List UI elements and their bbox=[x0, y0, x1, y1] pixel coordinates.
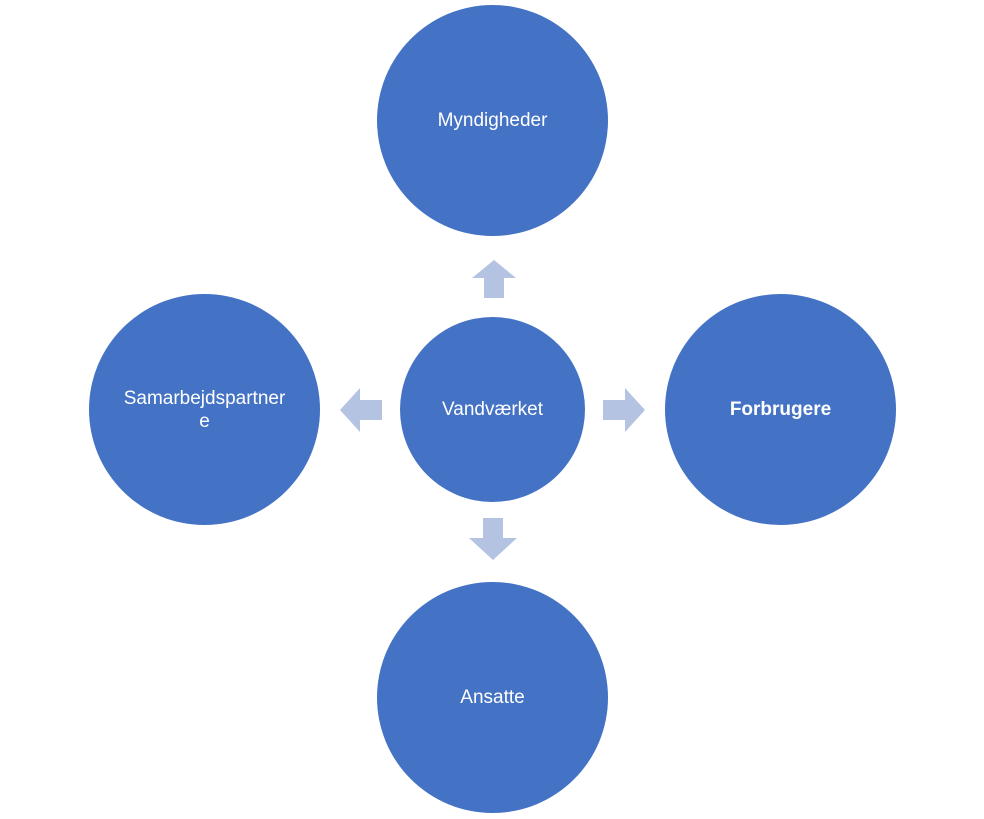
arrow-down-icon bbox=[469, 518, 517, 560]
node-samarbejdspartnere-label: Samarbejdspartnere bbox=[123, 387, 286, 432]
node-ansatte: Ansatte bbox=[377, 582, 608, 813]
arrow-right-icon bbox=[603, 388, 645, 432]
node-forbrugere: Forbrugere bbox=[665, 294, 896, 525]
node-myndigheder: Myndigheder bbox=[377, 5, 608, 236]
arrow-up-icon bbox=[472, 260, 516, 298]
node-forbrugere-label: Forbrugere bbox=[729, 399, 832, 420]
node-samarbejdspartnere: Samarbejdspartnere bbox=[89, 294, 320, 525]
node-vandvaerket: Vandværket bbox=[400, 317, 585, 502]
node-myndigheder-label: Myndigheder bbox=[437, 110, 548, 131]
node-ansatte-label: Ansatte bbox=[460, 687, 525, 708]
arrow-left-icon bbox=[340, 388, 382, 432]
node-vandvaerket-label: Vandværket bbox=[441, 399, 544, 420]
